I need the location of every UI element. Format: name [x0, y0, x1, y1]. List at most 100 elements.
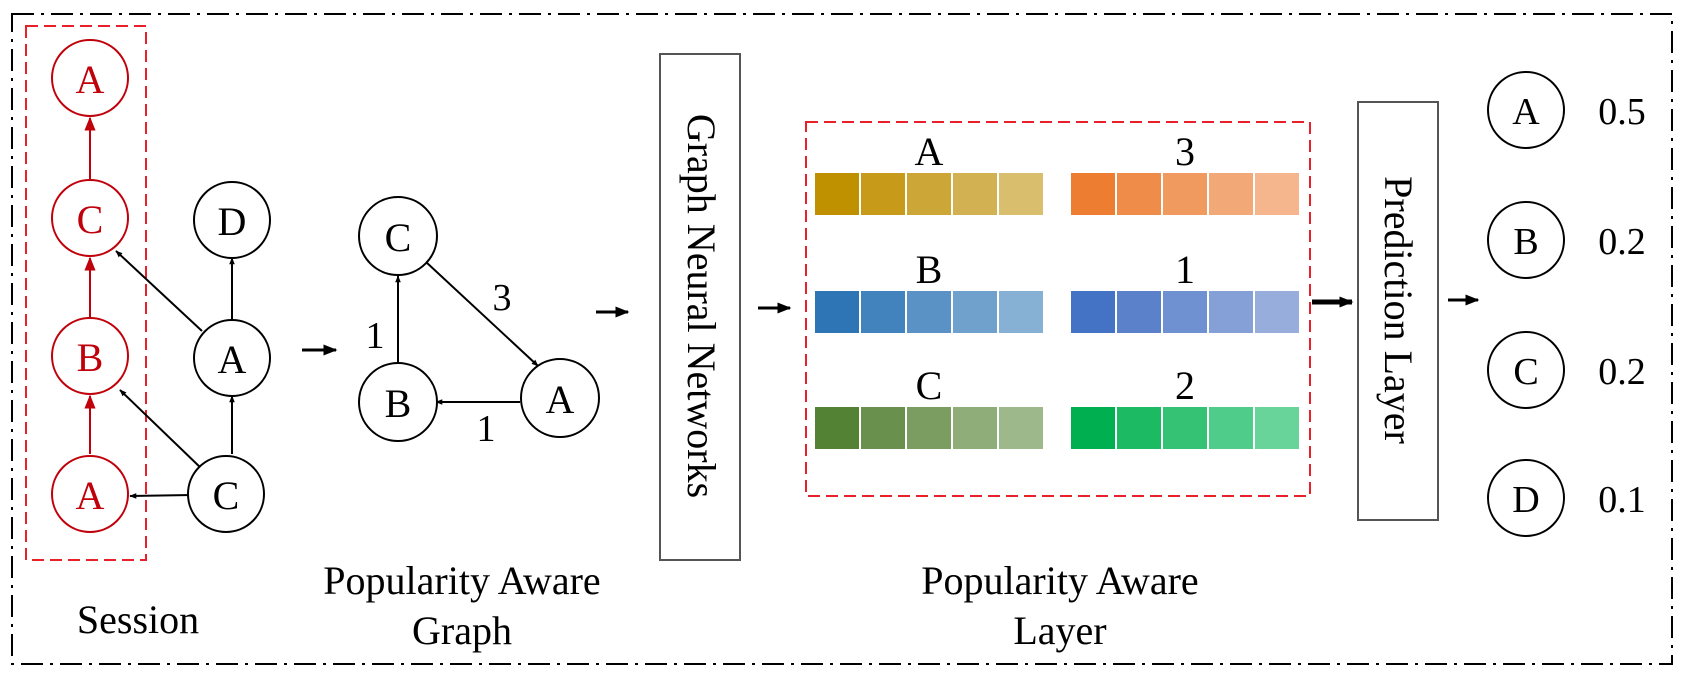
item-embedding-cell: [813, 405, 861, 451]
prediction-node: [1487, 459, 1565, 537]
item-embedding-cell: [905, 289, 953, 335]
graph-label-line1: Popularity Aware: [323, 558, 600, 603]
svg-text:D: D: [218, 199, 247, 244]
svg-text:A: A: [546, 377, 575, 422]
layer-label-line2: Layer: [1013, 608, 1106, 653]
prediction-score: 0.2: [1598, 221, 1646, 263]
popularity-embedding-cell: [1115, 405, 1163, 451]
item-embedding-cell: [905, 171, 953, 217]
graph-node-b: B: [358, 362, 438, 442]
svg-text:C: C: [385, 215, 412, 260]
popularity-embedding-cell: [1207, 171, 1255, 217]
prediction-node-label: B: [1513, 221, 1538, 263]
popularity-embedding-cell: [1161, 171, 1209, 217]
item-embedding-cell: [859, 289, 907, 335]
popularity-embedding-cell: [1161, 405, 1209, 451]
svg-text:B: B: [385, 381, 412, 426]
svg-text:A: A: [218, 337, 247, 382]
graph-edge-weight-c-a: 3: [493, 277, 512, 319]
popularity-embedding-cell: [1253, 289, 1301, 335]
item-embedding-label: C: [916, 363, 943, 408]
popularity-embedding-cell: [1069, 289, 1117, 335]
prediction-node: [1487, 331, 1565, 409]
gnn-label: Graph Neural Networks: [679, 114, 724, 498]
session-dashed-box: [25, 25, 147, 561]
graph-edge-weight-b-c: 1: [366, 315, 385, 357]
layer-label-line1: Popularity Aware: [921, 558, 1198, 603]
svg-text:C: C: [77, 197, 104, 242]
prediction-output-d: D 0.1: [1487, 459, 1646, 537]
prediction-box: Prediction Layer: [1357, 101, 1439, 521]
graph-edge-c-a: [425, 261, 539, 367]
graph-edge-weight-a-b: 1: [477, 408, 496, 450]
edge-a-to-red-c: [115, 250, 203, 332]
outer-frame: [11, 13, 1673, 665]
item-embedding-cell: [951, 405, 999, 451]
item-embedding-label: B: [916, 247, 943, 292]
popularity-embedding-cell: [1253, 171, 1301, 217]
edge-c-to-red-b: [119, 389, 204, 471]
prediction-score: 0.2: [1598, 351, 1646, 393]
prediction-node: [1487, 71, 1565, 149]
prediction-label: Prediction Layer: [1376, 176, 1421, 444]
popularity-embedding-cell: [1069, 405, 1117, 451]
popularity-embedding-cell: [1207, 405, 1255, 451]
item-embedding-cell: [997, 171, 1045, 217]
session-panel: A C B A D A C Session: [25, 25, 271, 642]
item-embedding-cell: [997, 289, 1045, 335]
session-node-red-4: A: [51, 455, 129, 533]
item-embedding-cell: [813, 289, 861, 335]
prediction-output-c: C 0.2: [1487, 331, 1646, 409]
graph-node-a: A: [520, 358, 600, 438]
edge-c-to-red-a: [129, 493, 193, 499]
session-node-red-2: C: [51, 179, 129, 257]
item-embedding-cell: [997, 405, 1045, 451]
svg-text:A: A: [76, 473, 105, 518]
prediction-node: [1487, 201, 1565, 279]
popularity-embedding-label: 3: [1175, 129, 1195, 174]
item-embedding-cell: [859, 171, 907, 217]
gnn-box: Graph Neural Networks: [659, 53, 741, 561]
popularity-embedding-cell: [1069, 171, 1117, 217]
popularity-embedding-cell: [1253, 405, 1301, 451]
item-embedding-cell: [859, 405, 907, 451]
session-node-d: D: [193, 181, 271, 259]
session-node-red-3: B: [51, 317, 129, 395]
session-label: Session: [77, 597, 199, 642]
item-embedding-cell: [951, 171, 999, 217]
svg-text:B: B: [77, 335, 104, 380]
prediction-output-b: B 0.2: [1487, 201, 1646, 279]
session-node-c: C: [187, 455, 265, 533]
popularity-embedding-label: 2: [1175, 363, 1195, 408]
item-embedding-label: A: [915, 129, 944, 174]
item-embedding-cell: [951, 289, 999, 335]
session-node-a: A: [193, 319, 271, 397]
prediction-node-label: C: [1513, 351, 1538, 393]
prediction-score: 0.5: [1598, 91, 1646, 133]
session-node-red-1: A: [51, 39, 129, 117]
popularity-embedding-cell: [1115, 289, 1163, 335]
popularity-embedding-label: 1: [1175, 247, 1195, 292]
popularity-embedding-cell: [1115, 171, 1163, 217]
layer-dashed-box: [805, 121, 1311, 497]
svg-text:C: C: [213, 473, 240, 518]
popularity-graph-panel: 1 3 1 C B A Popularity Aware Graph: [323, 196, 601, 653]
prediction-score: 0.1: [1598, 479, 1646, 521]
graph-node-c: C: [358, 196, 438, 276]
graph-label-line2: Graph: [412, 608, 512, 653]
item-embedding-cell: [905, 405, 953, 451]
popularity-embedding-cell: [1161, 289, 1209, 335]
popularity-embedding-cell: [1207, 289, 1255, 335]
item-embedding-cell: [813, 171, 861, 217]
prediction-node-label: D: [1512, 479, 1539, 521]
svg-text:A: A: [76, 57, 105, 102]
